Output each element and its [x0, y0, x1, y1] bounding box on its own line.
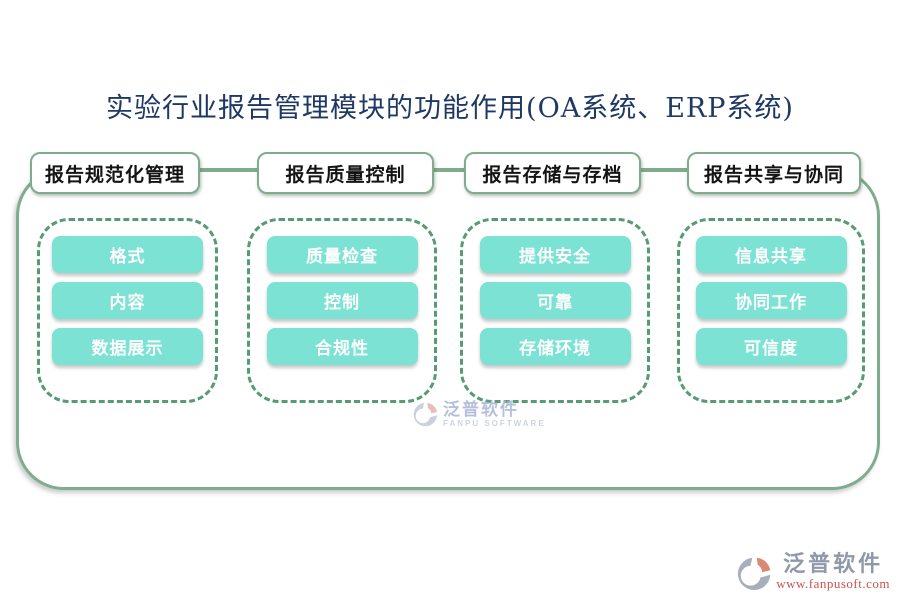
column-group-sharing: 信息共享 协同工作 可信度: [677, 218, 865, 403]
column-group-quality: 质量检查 控制 合规性: [247, 218, 437, 403]
footer-brand: 泛普软件 www.fanpusoft.com: [737, 553, 890, 592]
brand-url: www.fanpusoft.com: [776, 576, 890, 591]
watermark-name: 泛普软件: [443, 400, 519, 420]
connector-line-3: [638, 169, 688, 172]
item-compliance: 合规性: [266, 328, 418, 365]
item-control: 控制: [266, 282, 418, 319]
fanpu-logo-icon: [737, 555, 773, 591]
fanpu-logo-icon: [413, 401, 439, 427]
item-info-sharing: 信息共享: [695, 236, 847, 273]
item-quality-check: 质量检查: [266, 236, 418, 273]
connector-line-2: [430, 169, 465, 172]
column-header-standardization: 报告规范化管理: [30, 152, 200, 194]
column-group-storage: 提供安全 可靠 存储环境: [460, 218, 650, 403]
brand-name: 泛普软件: [783, 551, 884, 577]
item-content: 内容: [52, 282, 203, 319]
column-header-quality: 报告质量控制: [257, 152, 434, 194]
page-title: 实验行业报告管理模块的功能作用(OA系统、ERP系统): [106, 93, 794, 124]
column-group-standardization: 格式 内容 数据展示: [37, 218, 218, 403]
column-header-sharing: 报告共享与协同: [687, 152, 861, 194]
item-storage-environment: 存储环境: [479, 328, 631, 365]
watermark-subtitle: FANPU SOFTWARE: [443, 419, 546, 428]
item-credibility: 可信度: [695, 328, 847, 365]
column-header-storage: 报告存储与存档: [464, 152, 641, 194]
center-watermark: 泛普软件 FANPU SOFTWARE: [413, 401, 546, 428]
item-provide-safety: 提供安全: [479, 236, 631, 273]
connector-line-1: [196, 169, 258, 172]
item-reliable: 可靠: [479, 282, 631, 319]
item-format: 格式: [52, 236, 203, 273]
item-data-display: 数据展示: [52, 328, 203, 365]
item-collaboration: 协同工作: [695, 282, 847, 319]
